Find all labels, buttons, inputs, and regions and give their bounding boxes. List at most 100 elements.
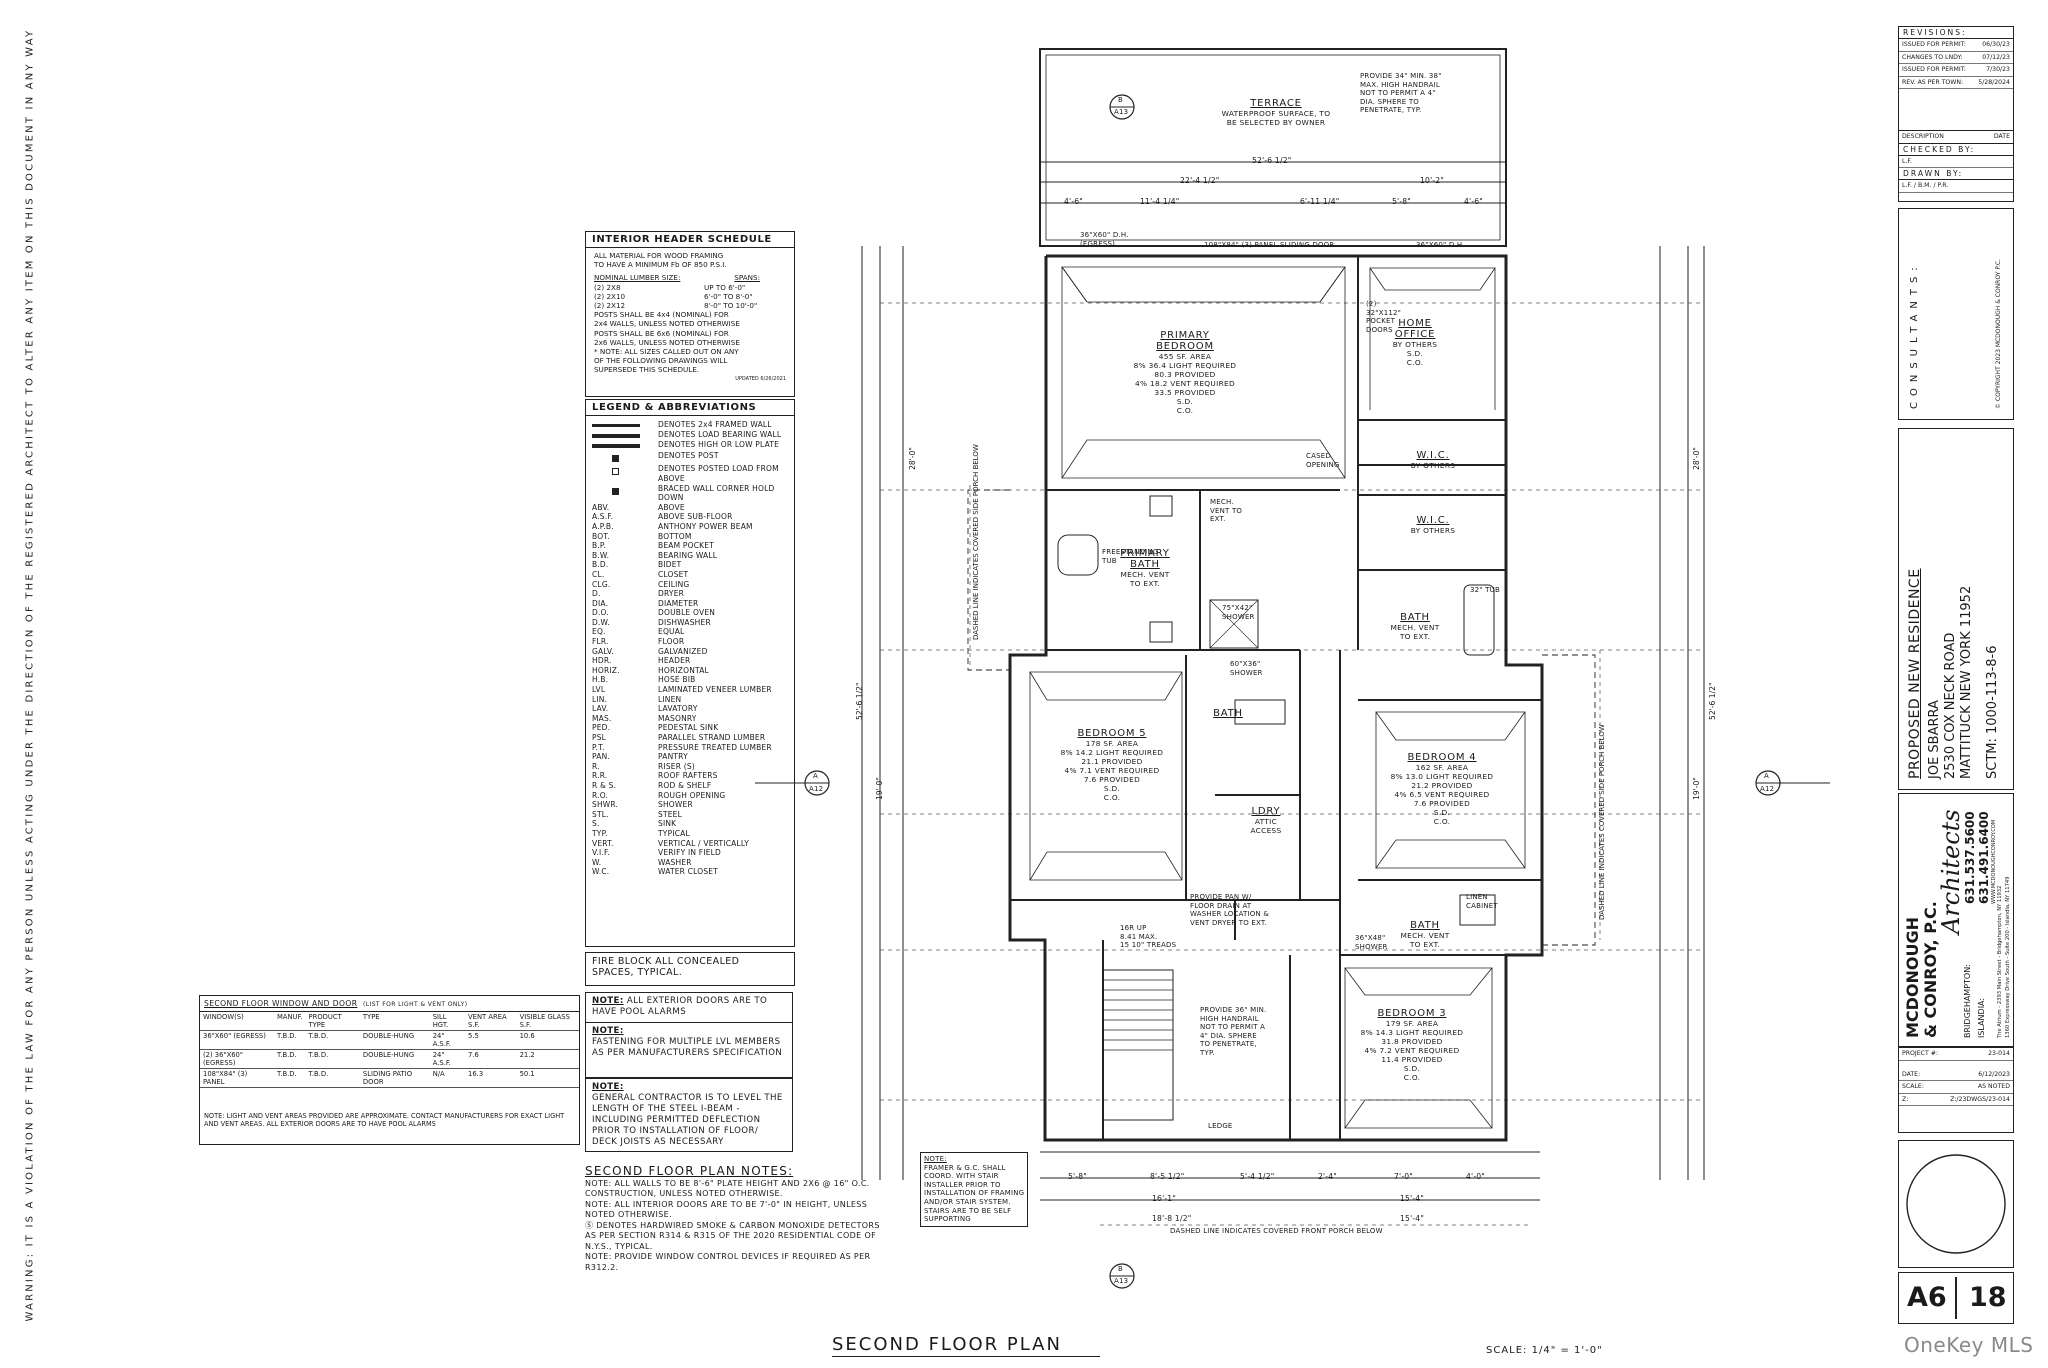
room-name: BEDROOM 3 <box>1377 1008 1447 1019</box>
ledge-label: LEDGE <box>1208 1122 1233 1130</box>
legend-abbr-row: DIA.DIAMETER <box>586 599 794 609</box>
section-marker-bottom-sheet: A13 <box>1114 1277 1129 1285</box>
room-info: 80.3 PROVIDED <box>1154 370 1216 379</box>
legend-symbol-row: DENOTES HIGH OR LOW PLATE <box>586 440 794 451</box>
abbr-meaning: BEARING WALL <box>658 550 718 560</box>
room-info: S.D. <box>1103 784 1121 793</box>
room-info: C.O. <box>1403 1073 1421 1082</box>
legend-abbr-row: R.O.ROUGH OPENING <box>586 791 794 801</box>
header-note: 2x4 WALLS, UNLESS NOTED OTHERWISE <box>594 319 740 329</box>
dim-top: 6'-11 1/4" <box>1300 197 1340 206</box>
dryer-note-line: VENT DRYER TO EXT. <box>1190 918 1267 927</box>
abbr-meaning: GALVANIZED <box>658 646 708 656</box>
abbr-meaning: SHOWER <box>658 800 693 810</box>
room-name: BATH <box>1410 920 1440 931</box>
address-line-1: 2530 COX NECK ROAD <box>1943 632 1958 779</box>
revision-desc: ISSUED FOR PERMIT: <box>1902 41 1966 48</box>
dim-left-overall: 52'-6 1/2" <box>855 682 864 720</box>
room-name: BEDROOM 4 <box>1407 752 1477 763</box>
legend-abbr-row: CLG.CEILING <box>586 580 794 590</box>
plan-notes-title: SECOND FLOOR PLAN NOTES: <box>585 1164 794 1178</box>
room-name: W.I.C. <box>1416 515 1450 526</box>
abbr-code: LVL <box>592 685 606 695</box>
stair-note-line: AND/OR STAIR SYSTEM. <box>924 1197 1011 1206</box>
legend-symbol-row: DENOTES LOAD BEARING WALL <box>586 430 794 441</box>
stair-note-line: INSTALLATION OF FRAMING <box>924 1189 1025 1198</box>
dim-bottom: 4'-0" <box>1466 1172 1485 1181</box>
abbr-meaning: MASONRY <box>658 713 697 723</box>
covered-porch-note-front: DASHED LINE INDICATES COVERED FRONT PORC… <box>1170 1227 1383 1235</box>
abbr-meaning: RISER (S) <box>658 761 695 771</box>
covered-porch-note-left: DASHED LINE INDICATES COVERED SIDE PORCH… <box>972 444 980 640</box>
fireblock-note: FIRE BLOCK ALL CONCEALED SPACES, TYPICAL… <box>585 952 795 986</box>
window-col-header: TYPE <box>359 1012 430 1031</box>
room-info: 178 SF. AREA <box>1085 739 1139 748</box>
handrail2-line: TYP. <box>1200 1048 1215 1057</box>
legend-symbol-post <box>586 451 658 465</box>
legend-abbr-row: MAS.MASONRY <box>586 714 794 724</box>
date-value: 6/12/2023 <box>1978 1070 2010 1078</box>
legend-abbr-row: PAN.PANTRY <box>586 752 794 762</box>
legend-abbr-row: W.WASHER <box>586 858 794 868</box>
room-info: BY OTHERS <box>1410 526 1456 535</box>
dim-bottom: 18'-8 1/2" <box>1152 1214 1192 1223</box>
room-wic-1: W.I.C. BY OTHERS <box>1398 450 1468 470</box>
abbr-meaning: SINK <box>658 819 677 829</box>
abbr-meaning: PEDESTAL SINK <box>658 723 719 733</box>
legend-symbol-thick <box>586 430 658 441</box>
room-info: C.O. <box>1406 358 1424 367</box>
terrace-text: WATERPROOF SURFACE, TO <box>1221 109 1331 118</box>
legend-abbr-row: A.S.F.ABOVE SUB-FLOOR <box>586 512 794 522</box>
dim-bottom: 2'-4" <box>1318 1172 1337 1181</box>
plan-note: NOTE: ALL WALLS TO BE 8'-6" PLATE HEIGHT… <box>585 1178 870 1199</box>
mech-vent-label: MECH. VENT TO EXT. <box>1210 498 1242 524</box>
abbr-code: B.W. <box>592 550 610 560</box>
abbr-meaning: LAVATORY <box>658 704 698 714</box>
header-note: SUPERSEDE THIS SCHEDULE. <box>594 365 700 375</box>
header-updated: UPDATED 6/26/2021 <box>735 375 786 382</box>
legend-title: LEGEND & ABBREVIATIONS <box>586 400 794 416</box>
phone-2: 631.491.6400 <box>1977 811 1991 904</box>
room-primary-bedroom: PRIMARY BEDROOM 455 SF. AREA 8% 36.4 LIG… <box>1120 330 1250 415</box>
window-cell: N/A <box>429 1068 466 1088</box>
stair-note-line: STAIRS ARE TO BE SELF <box>924 1206 1012 1215</box>
sheet-number-block: A6 18 <box>1898 1272 2014 1324</box>
revision-desc: CHANGES TO LNDY: <box>1902 53 1963 61</box>
window-col-header: VISIBLE GLASS S.F. <box>516 1012 579 1031</box>
section-marker-top-letter: B <box>1118 96 1124 104</box>
legend-abbr-row: LIN.LINEN <box>586 695 794 705</box>
pool-alarm-note: NOTE: ALL EXTERIOR DOORS ARE TO HAVE POO… <box>585 992 793 1024</box>
contractor-note-label: NOTE: <box>592 1082 624 1092</box>
revision-desc: REV. AS PER TOWN: <box>1902 78 1964 86</box>
drawing-title: SECOND FLOOR PLAN <box>832 1334 1062 1355</box>
firm-name-1: MCDONOUGH <box>1903 916 1922 1038</box>
shower-label: 75"X42" SHOWER <box>1222 604 1255 621</box>
pool-note-label: NOTE: <box>592 996 624 1006</box>
project-block: PROPOSED NEW RESIDENCE JOE SBARRA 2530 C… <box>1898 428 2014 790</box>
handrail2-line: PROVIDE 36" MIN. <box>1200 1006 1267 1014</box>
room-info: 7.6 PROVIDED <box>1413 799 1471 808</box>
dryer-note-line: FLOOR DRAIN AT <box>1190 901 1252 910</box>
address-line-2: MATTITUCK NEW YORK 11952 <box>1959 585 1974 779</box>
handrail-line: PROVIDE 34" MIN. 38" <box>1360 72 1442 80</box>
abbr-code: SHWR. <box>592 800 619 810</box>
abbr-code: TYP. <box>592 828 608 838</box>
section-marker-right-letter: A <box>1764 772 1769 780</box>
section-marker-left-sheet: A12 <box>809 785 824 793</box>
dim-bottom: 15'-4" <box>1400 1214 1425 1223</box>
description-label: DESCRIPTION <box>1902 133 1944 140</box>
stair-label: 16R UP 8.41 MAX. 15 10" TREADS <box>1120 924 1176 950</box>
stamp-block <box>1898 1140 2014 1268</box>
abbr-code: CLG. <box>592 579 611 589</box>
window-cell: 5.5 <box>465 1030 517 1050</box>
dim-top: 10'-2" <box>1420 176 1445 185</box>
room-bedroom-4: BEDROOM 4 162 SF. AREA 8% 13.0 LIGHT REQ… <box>1382 752 1502 826</box>
legend-symbol-row: BRACED WALL CORNER HOLD DOWN <box>586 484 794 503</box>
abbr-meaning: WATER CLOSET <box>658 867 719 877</box>
firm-block: MCDONOUGH & CONROY, P.C. Architects 631.… <box>1898 793 2014 1047</box>
section-marker-top-sheet: A13 <box>1114 108 1129 116</box>
fireblock-line-2: SPACES, TYPICAL. <box>592 967 683 978</box>
plan-note: Ⓢ DENOTES HARDWIRED SMOKE & CARBON MONOX… <box>585 1220 880 1251</box>
room-info: MECH. VENT <box>1120 570 1170 579</box>
